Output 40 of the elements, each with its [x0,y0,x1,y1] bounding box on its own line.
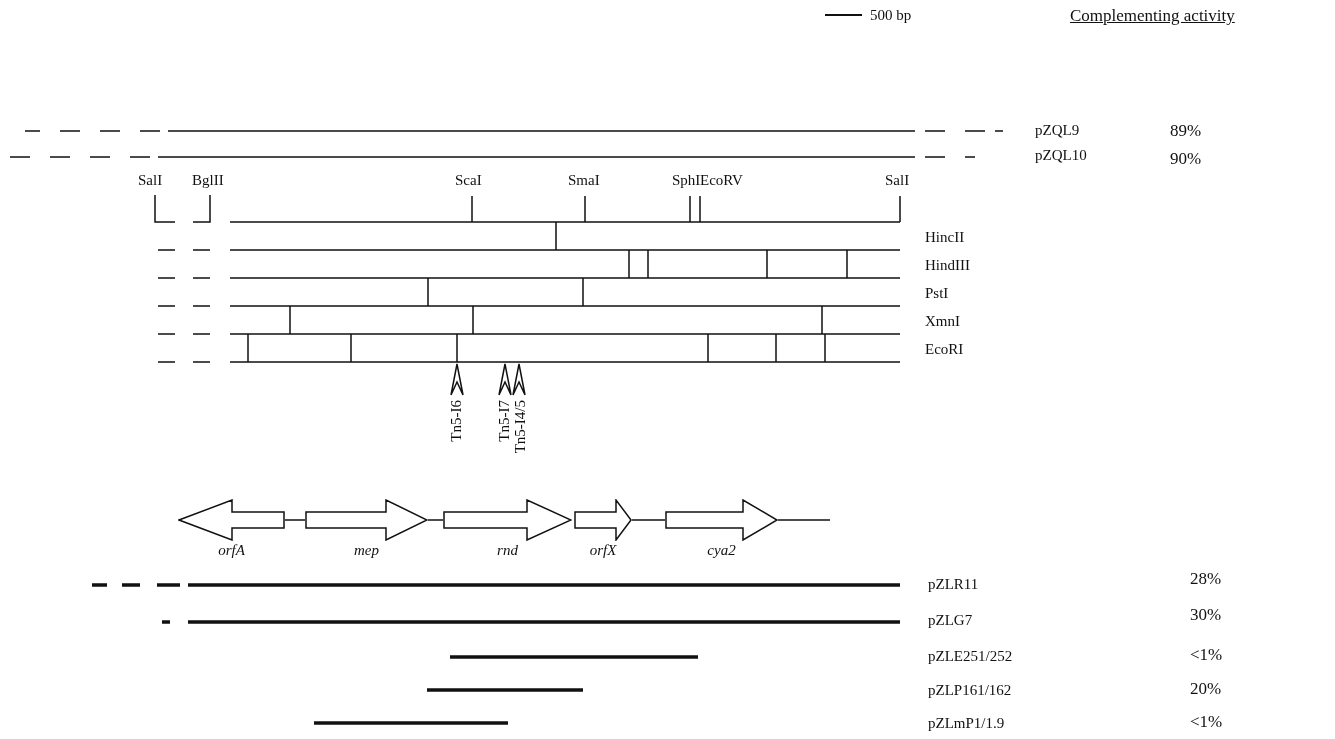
plasmid-label: pZQL9 [1035,122,1080,139]
gene-label: cya2 [707,542,736,559]
enzyme-label: PstI [925,285,949,302]
plasmid-label: pZLmP1/1.9 [928,715,1005,732]
activity-value: 90% [1170,150,1202,169]
enzyme-label: HindIII [925,257,970,274]
dna-line [427,519,444,521]
activity-value: <1% [1190,713,1223,732]
enzyme-label: BglII [192,172,224,189]
insertion-label: Tn5-I4/5 [512,400,529,454]
enzyme-label: HincII [925,229,965,246]
plasmid-label: pZQL10 [1035,147,1087,164]
gene-label: orfA [218,542,245,559]
enzyme-label: XmnI [925,313,960,330]
activity-value: 20% [1190,680,1222,699]
column-heading: Complementing activity [1070,7,1235,26]
enzyme-label: SmaI [568,172,600,189]
gene-label: rnd [497,542,518,559]
enzyme-label: EcoRV [700,172,743,189]
dna-line [631,519,666,521]
activity-value: 30% [1190,606,1222,625]
plasmid-label: pZLP161/162 [928,682,1012,699]
dna-line [284,519,306,521]
gene-label: mep [354,542,379,559]
enzyme-label: SalI [138,172,163,189]
enzyme-label: SalI [885,172,910,189]
activity-value: 89% [1170,122,1202,141]
gene-label: orfX [589,542,617,559]
insertion-label: Tn5-I6 [448,400,465,442]
plasmid-label: pZLG7 [928,612,973,629]
insertion-label: Tn5-I7 [496,400,513,442]
activity-value: 28% [1190,570,1222,589]
plasmid-label: pZLR11 [928,576,979,593]
activity-value: <1% [1190,646,1223,665]
scale-label: 500 bp [870,7,912,24]
enzyme-label: ScaI [455,172,482,189]
dna-line [777,519,831,521]
plasmid-label: pZLE251/252 [928,648,1013,665]
enzyme-label: SphI [672,172,701,189]
enzyme-label: EcoRI [925,341,964,358]
